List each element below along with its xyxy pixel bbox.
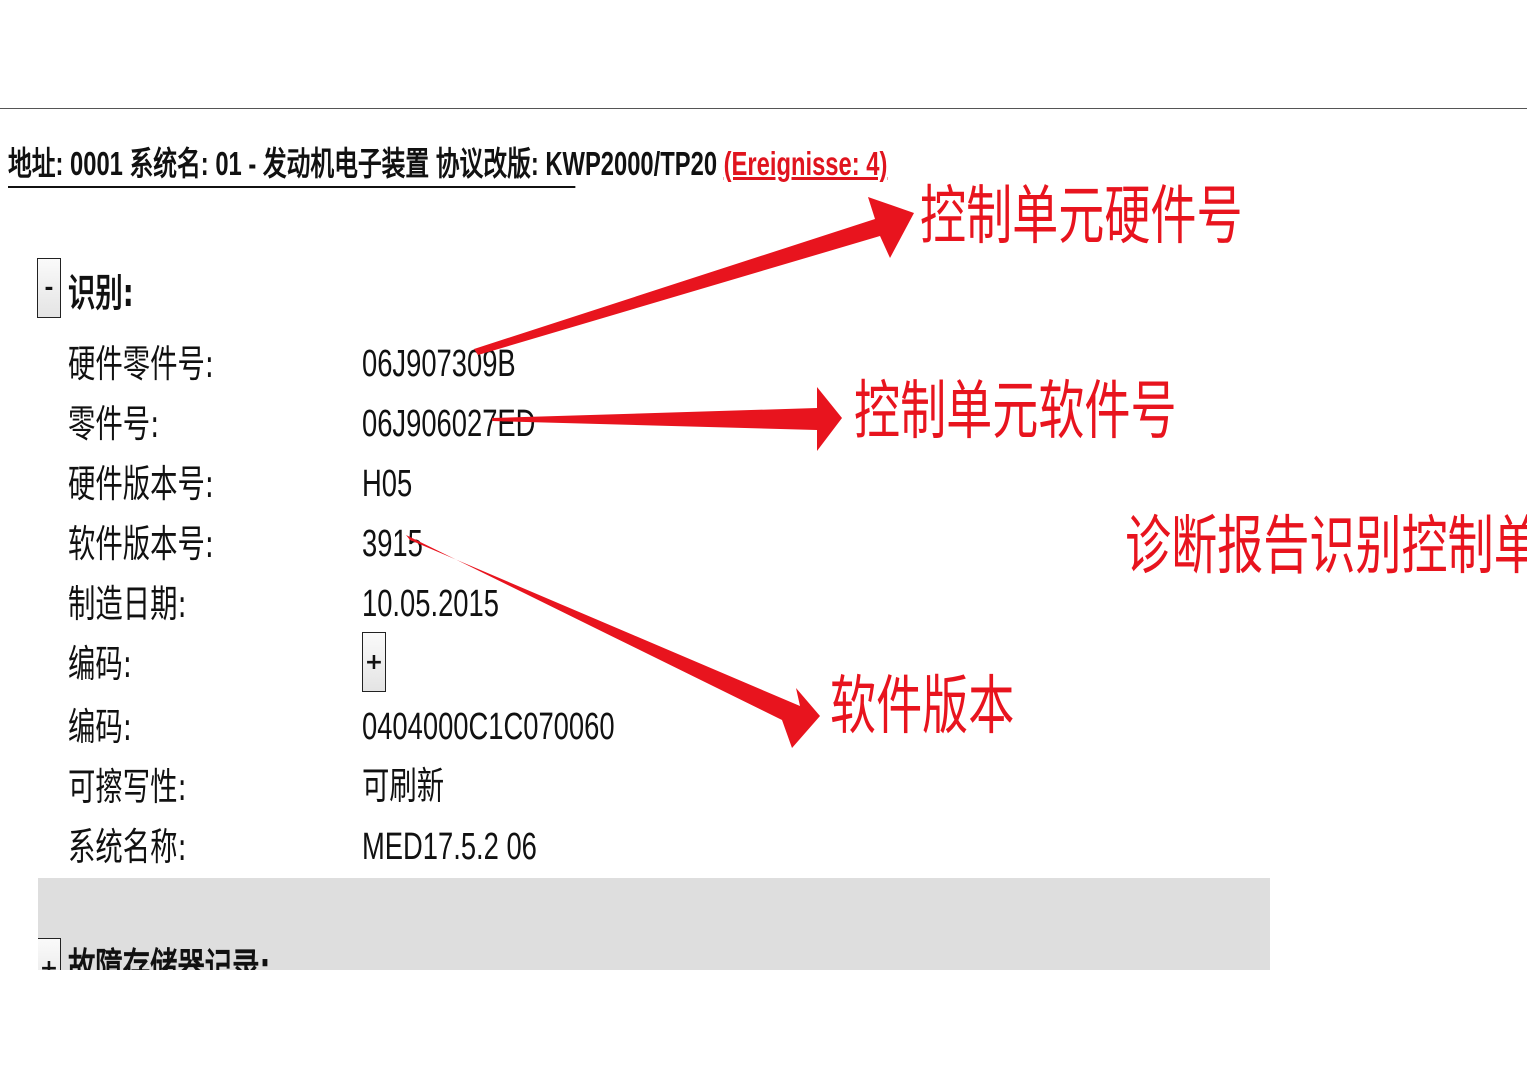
- row-value-system-name: MED17.5.2 06: [362, 826, 537, 868]
- row-value-manufacture-date: 10.05.2015: [362, 583, 499, 625]
- row-label-manufacture-date: 制造日期:: [68, 582, 187, 626]
- fault-memory-panel: + 故障存储器记录:: [38, 878, 1270, 970]
- system-label: 系统名:: [129, 145, 209, 182]
- row-value-part-number: 06J906027ED: [362, 403, 536, 445]
- fault-memory-title: 故障存储器记录:: [68, 945, 271, 970]
- row-label-hardware-version: 硬件版本号:: [68, 462, 215, 506]
- identification-collapse-button[interactable]: -: [37, 258, 61, 318]
- address-value: 0001: [70, 145, 123, 182]
- identification-title: 识别:: [68, 271, 134, 315]
- system-value: 01 - 发动机电子装置: [215, 145, 430, 182]
- row-value-hardware-part: 06J907309B: [362, 343, 516, 385]
- coding-expand-button[interactable]: +: [362, 632, 386, 692]
- fault-memory-expand-button[interactable]: +: [38, 938, 61, 970]
- arrow-to-hardware-number: [474, 197, 914, 355]
- row-value-software-version: 3915: [362, 523, 423, 565]
- module-header: 地址: 0001 系统名: 01 - 发动机电子装置 协议改版: KWP2000…: [8, 142, 887, 188]
- annotation-report-identification: 诊断报告识别控制单元: [1125, 510, 1527, 584]
- address-label: 地址:: [8, 145, 64, 182]
- annotation-software-number: 控制单元软件号: [854, 375, 1177, 449]
- row-label-erasability: 可擦写性:: [68, 765, 187, 809]
- top-divider: [0, 108, 1527, 109]
- protocol-label: 协议改版:: [435, 145, 539, 182]
- annotation-software-version: 软件版本: [830, 670, 1015, 744]
- row-value-hardware-version: H05: [362, 463, 413, 505]
- row-value-coding: 0404000C1C070060: [362, 706, 615, 748]
- row-label-part-number: 零件号:: [68, 402, 160, 446]
- row-label-software-version: 软件版本号:: [68, 522, 215, 566]
- annotation-hardware-number: 控制单元硬件号: [920, 180, 1243, 254]
- row-label-coding-expand: 编码:: [68, 642, 132, 686]
- protocol-value: KWP2000/TP20: [545, 145, 718, 182]
- row-label-system-name: 系统名称:: [68, 825, 187, 869]
- events-link[interactable]: (Ereignisse: 4): [723, 145, 888, 182]
- row-label-coding: 编码:: [68, 705, 132, 749]
- row-label-hardware-part: 硬件零件号:: [68, 342, 215, 386]
- arrow-to-software-number: [492, 387, 842, 451]
- row-value-erasability: 可刷新: [362, 766, 445, 808]
